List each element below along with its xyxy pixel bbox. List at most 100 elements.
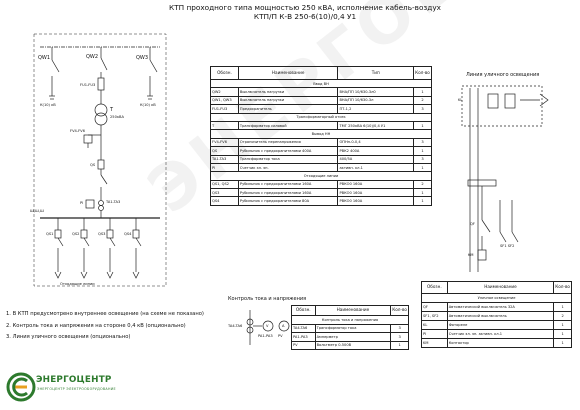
label-pa-ctrl: PA1-PA3 <box>258 334 273 338</box>
label-pv-ctrl: PV <box>278 334 283 338</box>
section-title: Ввод ВН <box>210 78 432 89</box>
table-cell: Контактор <box>446 338 555 348</box>
notes: 1. В КТП предусмотрено внутреннее освеще… <box>6 309 204 344</box>
company-logo: ЭНЕРГОЦЕНТР ЭНЕРГОЦЕНТР ЭЛЕКТРООБОРУДОВА… <box>6 372 126 402</box>
title-line-2: КТП/П К-В 250-6(10)/0,4 У1 <box>253 12 357 21</box>
table-cell: QW1, QW3 <box>210 95 239 106</box>
col-name: Наименование <box>237 66 339 80</box>
control-schematic <box>246 310 290 345</box>
label-t: T <box>110 107 114 113</box>
table-cell: 1 <box>412 87 433 97</box>
col-designation: Обозн. <box>421 281 448 294</box>
fuse-qs <box>97 159 105 170</box>
table-cell: QS <box>210 146 239 156</box>
table-cell: Счетчик эл. эн. <box>237 162 339 173</box>
label-qf: QF <box>470 222 475 226</box>
street-table-header: Обозн. Наименование Кол-во <box>421 281 572 294</box>
table-section-row: Отходящие линии <box>210 171 432 181</box>
table-cell: QW2 <box>210 87 239 97</box>
table-cell: Рубильник с предохранителями 160А <box>237 179 339 190</box>
fuse-fu <box>97 77 105 91</box>
table-cell: РВКО0 160А <box>337 196 414 206</box>
logo-subtitle: ЭНЕРГОЦЕНТР ЭЛЕКТРООБОРУДОВАНИЕ <box>37 387 116 391</box>
table-cell: 1 <box>412 120 433 131</box>
table-cell: PA1-PA3 <box>291 332 316 342</box>
table-cell: 1 <box>553 320 572 330</box>
table-cell: РВКО0 160А <box>337 179 414 190</box>
label-qs1: QS1 <box>46 232 54 236</box>
table-cell: 3 <box>412 137 433 148</box>
col-name: Наименование <box>446 281 555 294</box>
qw3-switch <box>149 59 158 73</box>
label-t-sub: 250кВА <box>110 115 124 119</box>
label-fu: FU1-FU3 <box>80 83 96 87</box>
col-designation: Обозн. <box>210 66 239 80</box>
col-qty: Кол-во <box>412 66 433 80</box>
table-cell: 2 <box>553 311 572 321</box>
label-km: KM <box>468 253 474 257</box>
qs-switch <box>100 174 108 185</box>
title-line-1: КТП проходного типа мощностью 250 кВА, и… <box>169 3 441 12</box>
table-cell: Рубильник с предохранителями 80А <box>237 196 339 206</box>
label-pi: PI <box>80 201 84 205</box>
table-cell: ТМГ 250кВА 6(10)/0,4 У1 <box>337 120 414 131</box>
table-cell: KL <box>421 320 448 330</box>
enclosure-outline <box>33 33 167 287</box>
logo-name: ЭНЕРГОЦЕНТР <box>36 375 112 385</box>
note-3: 3. Линия уличного освещения (опционально… <box>6 334 131 341</box>
feeder-qs3 <box>106 218 116 279</box>
page-title: КТП проходного типа мощностью 250 кВА, и… <box>150 3 460 21</box>
transformer-secondary <box>94 112 108 126</box>
logo-mark-icon <box>6 372 36 402</box>
section-title: Трансформаторный отсек <box>210 112 432 122</box>
table-cell: 3 <box>412 104 433 114</box>
table-cell: QF <box>421 302 448 312</box>
feeder-qs2 <box>80 218 90 279</box>
label-sf: SF1 SF2 <box>500 244 515 248</box>
label-cable-left: К(10) кВ <box>40 103 56 107</box>
table-cell: ВНА/ПП 10/630-3л <box>337 95 414 106</box>
street-light-table: Обозн. Наименование Кол-во Уличное освещ… <box>421 281 572 348</box>
label-qs2: QS2 <box>72 232 80 236</box>
table-cell: 3 <box>412 154 433 164</box>
table-cell: QS1, QS2 <box>210 179 239 190</box>
table-cell: активн. кл.1 <box>337 162 414 173</box>
feeder-qs4 <box>132 218 142 279</box>
label-outgoing: Отходящие линии <box>60 282 95 286</box>
table-cell: ПТ-1,2 <box>337 104 414 114</box>
table-cell: FV4-FV6 <box>210 137 239 148</box>
control-table-header: Обозн. Наименование Кол-во <box>291 305 409 316</box>
table-cell: Трансформатор тока <box>314 323 392 333</box>
label-fv: FV4-FV6 <box>70 129 85 133</box>
transformer-primary <box>94 103 108 117</box>
section-title: Вывод НН <box>210 129 432 139</box>
label-qw2: QW2 <box>86 54 99 60</box>
col-name: Наименование <box>314 305 392 316</box>
table-cell: FU1-FU3 <box>210 104 239 114</box>
ct-ta <box>98 200 104 206</box>
table-cell: Вольтметр 0-500В <box>314 340 392 350</box>
label-a: A <box>282 324 285 328</box>
section-title: Уличное освещение <box>421 293 572 303</box>
table-cell: Рубильник с предохранителями 400А <box>237 146 339 156</box>
control-title: Контроль тока и напряжения <box>228 296 307 302</box>
table-cell: Амперметр <box>314 332 392 342</box>
label-qw3: QW3 <box>136 55 149 61</box>
table-cell: Автоматический выключатель 32А <box>446 302 555 312</box>
table-section-row: Вывод НН <box>210 129 432 139</box>
table-cell: 1 <box>412 146 433 156</box>
table-cell: Трансформатор тока <box>237 154 339 164</box>
table-cell: 3 <box>390 332 409 342</box>
